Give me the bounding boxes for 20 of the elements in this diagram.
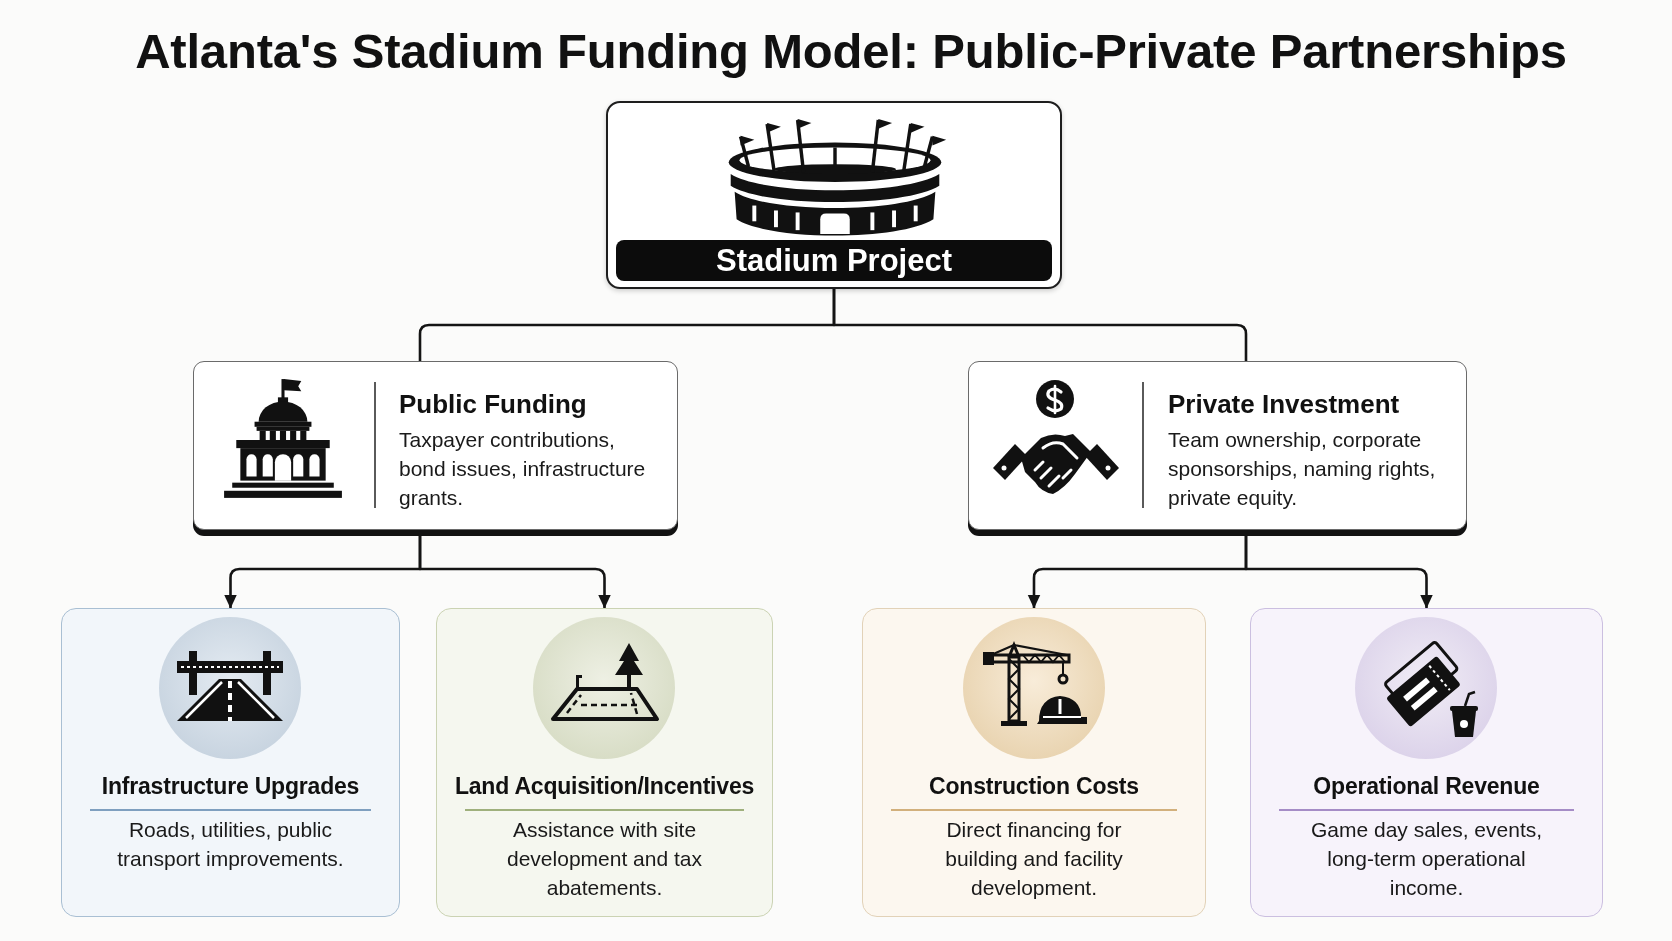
box-description: Taxpayer contributions, bond issues, infrastructure grants. — [399, 427, 647, 511]
card-description: Roads, utilities, public transport improvements. — [116, 817, 345, 872]
card-description: Game day sales, events, long-term operational income. — [1309, 817, 1544, 901]
detail-card — [862, 608, 1206, 917]
card-heading: Operational Revenue — [1313, 772, 1540, 801]
box-description: Team ownership, corporate sponsorships, naming rights, private equity. — [1168, 427, 1437, 511]
detail-card — [1250, 608, 1603, 917]
card-description: Assistance with site development and tax abatements. — [506, 817, 703, 901]
detail-card — [61, 608, 400, 917]
project-box — [606, 101, 1062, 289]
connector-line — [832, 289, 1248, 361]
detail-card — [436, 608, 773, 917]
box-heading: Private Investment — [1168, 388, 1400, 421]
node-title: Stadium Project — [616, 240, 1052, 281]
box-heading: Public Funding — [399, 388, 587, 421]
card-description: Direct financing for building and facility development. — [944, 817, 1124, 901]
card-heading: Construction Costs — [929, 772, 1139, 801]
diagram-title: Atlanta's Stadium Funding Model: Public-Private Partnerships — [135, 23, 1567, 80]
card-heading: Infrastructure Upgrades — [101, 772, 360, 801]
card-heading: Land Acquisition/Incentives — [454, 772, 755, 801]
